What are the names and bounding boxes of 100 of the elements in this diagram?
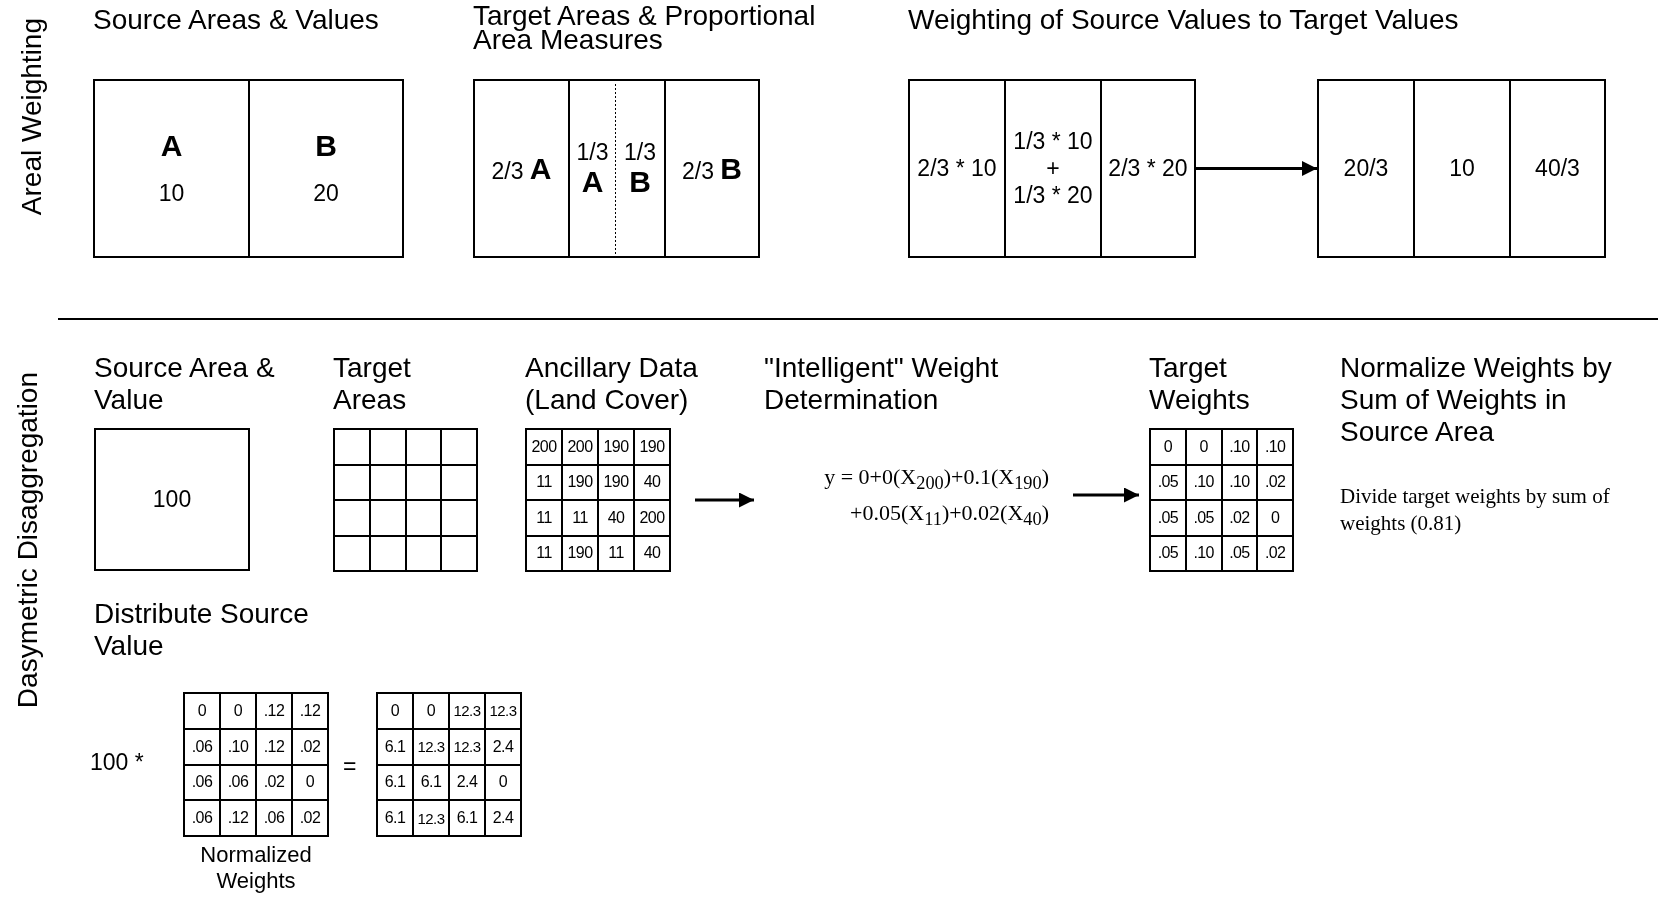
area-letter: B bbox=[629, 166, 651, 198]
table-cell: 11 bbox=[526, 535, 562, 571]
table-cell: 190 bbox=[598, 429, 634, 465]
table-cell: .10 bbox=[1221, 429, 1258, 465]
table-cell: .02 bbox=[1221, 500, 1258, 536]
table-cell: .06 bbox=[184, 764, 220, 801]
area-cell bbox=[248, 79, 404, 258]
table-cell: .02 bbox=[292, 800, 328, 836]
table-cell: 200 bbox=[526, 429, 562, 465]
table-cell: .05 bbox=[1185, 500, 1222, 536]
section-heading: Target Weights bbox=[1149, 352, 1251, 416]
section-heading: Ancillary Data (Land Cover) bbox=[525, 352, 699, 416]
table-cell: 40 bbox=[598, 500, 634, 536]
cell-text: 10 bbox=[158, 180, 185, 207]
table-cell: 12.3 bbox=[413, 728, 449, 765]
cell-text: 2/3 B bbox=[681, 151, 742, 186]
section-heading: Target Areas bbox=[333, 352, 412, 416]
table-cell: .06 bbox=[256, 800, 292, 836]
arrow bbox=[1073, 487, 1139, 503]
area-cell bbox=[1413, 79, 1511, 258]
note-text: Divide target weights by sum of weights (0.81) bbox=[1340, 483, 1611, 537]
arrow bbox=[695, 492, 754, 508]
table-cell: .05 bbox=[1221, 535, 1258, 571]
table-cell: 12.3 bbox=[449, 728, 485, 765]
area-cell bbox=[664, 79, 760, 258]
table-cell: 11 bbox=[526, 500, 562, 536]
table-cell: 12.3 bbox=[449, 693, 485, 729]
table-cell: 190 bbox=[562, 464, 598, 500]
grid-caption: Normalized Weights bbox=[199, 842, 313, 894]
cell-text: 1/3 bbox=[624, 139, 656, 166]
table-cell: .10 bbox=[1185, 464, 1222, 500]
cell-text: 20 bbox=[313, 180, 339, 207]
section-heading: Source Area & Value bbox=[94, 352, 276, 416]
cell-text: 2/3 * 20 bbox=[1108, 155, 1188, 182]
table-cell: 2.4 bbox=[485, 800, 521, 836]
table-cell: 6.1 bbox=[377, 800, 413, 836]
table-cell: 11 bbox=[598, 535, 634, 571]
section-heading: Weighting of Source Values to Target Values bbox=[908, 4, 1460, 36]
table-cell: 6.1 bbox=[377, 764, 413, 801]
table-cell: .02 bbox=[1257, 535, 1293, 571]
table-cell: 11 bbox=[562, 500, 598, 536]
section-heading: Distribute Source Value bbox=[94, 598, 310, 662]
cell-text: 10 bbox=[1449, 155, 1475, 182]
operator-text: 100 * bbox=[90, 748, 145, 776]
cell-text: 2/3 A bbox=[491, 151, 552, 186]
table-cell: .10 bbox=[1257, 429, 1293, 465]
section-label: Dasymetric Disaggregation bbox=[12, 372, 44, 709]
table-cell: 200 bbox=[634, 500, 670, 536]
table-cell: 6.1 bbox=[449, 800, 485, 836]
table-cell: 0 bbox=[220, 693, 256, 729]
table-cell: .06 bbox=[184, 728, 220, 765]
table-cell: 0 bbox=[292, 764, 328, 801]
section-label: Areal Weighting bbox=[16, 18, 48, 216]
section-heading: Source Areas & Values bbox=[93, 4, 380, 36]
area-cell bbox=[93, 79, 250, 258]
table-cell: 11 bbox=[526, 464, 562, 500]
arrow bbox=[1196, 161, 1317, 176]
area-cell bbox=[1100, 79, 1196, 258]
table-cell: .05 bbox=[1150, 535, 1186, 571]
formula-text: y = 0+0(X$_{200}$)+0.1(X$_{190}$) +0.05(X$_{11}$)+0.02(X$_{40}$) bbox=[823, 463, 1049, 532]
section-heading: "Intelligent" Weight Determination bbox=[764, 352, 1000, 416]
cell-text: 2/3 * 10 bbox=[917, 155, 997, 182]
table-cell: 0 bbox=[1185, 429, 1222, 465]
table-cell: 0 bbox=[1257, 500, 1293, 536]
table-cell: .10 bbox=[1221, 464, 1258, 500]
cell-text: 1/3 * 10 bbox=[1013, 128, 1093, 155]
cell-text: 1/3 * 20 bbox=[1013, 182, 1093, 209]
table-cell: 2.4 bbox=[485, 728, 521, 765]
table-cell: .10 bbox=[220, 728, 256, 765]
table-cell: .12 bbox=[256, 693, 292, 729]
table-cell: 40 bbox=[634, 464, 670, 500]
area-cell bbox=[616, 79, 666, 258]
section-heading: Normalize Weights by Sum of Weights in Source Area bbox=[1340, 352, 1613, 448]
cell-text: + bbox=[1046, 155, 1060, 182]
table-cell: 40 bbox=[634, 535, 670, 571]
area-cell bbox=[1317, 79, 1415, 258]
cell-text: 40/3 bbox=[1535, 155, 1580, 182]
table-cell: .05 bbox=[1150, 500, 1186, 536]
area-cell bbox=[1004, 79, 1102, 258]
table-cell: .10 bbox=[1185, 535, 1222, 571]
area-cell bbox=[568, 79, 617, 258]
table-cell: .05 bbox=[1150, 464, 1186, 500]
table-cell: 12.3 bbox=[485, 693, 521, 729]
cell-text: 1/3 bbox=[576, 139, 609, 166]
table-cell: 0 bbox=[184, 693, 220, 729]
table-cell: 12.3 bbox=[413, 800, 449, 836]
table-cell: 190 bbox=[634, 429, 670, 465]
table-cell: .12 bbox=[220, 800, 256, 836]
table-cell: 0 bbox=[485, 764, 521, 801]
table-cell: .02 bbox=[256, 764, 292, 801]
cell-text: 20/3 bbox=[1343, 155, 1389, 182]
table-cell: .06 bbox=[184, 800, 220, 836]
area-cell bbox=[473, 79, 570, 258]
table-cell: 200 bbox=[562, 429, 598, 465]
table-cell: 6.1 bbox=[377, 728, 413, 765]
operator-text: = bbox=[343, 752, 358, 780]
table-cell: 0 bbox=[1150, 429, 1186, 465]
table-cell: .02 bbox=[1257, 464, 1293, 500]
table-cell: 190 bbox=[598, 464, 634, 500]
table-cell: 6.1 bbox=[413, 764, 449, 801]
